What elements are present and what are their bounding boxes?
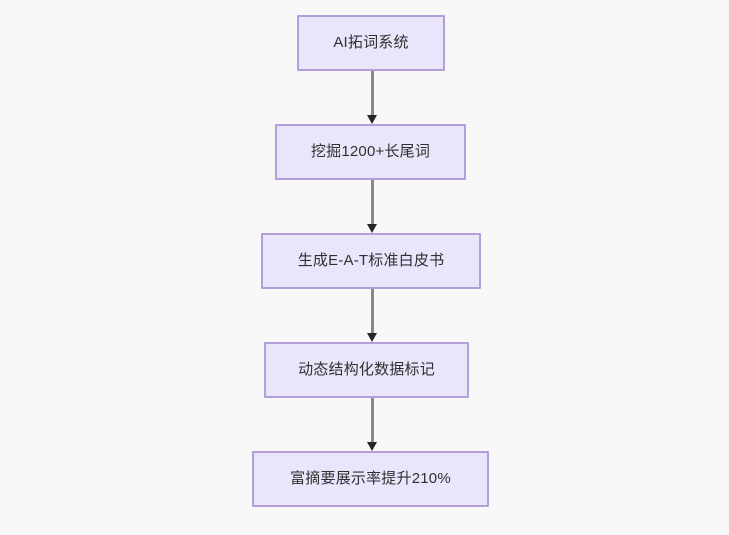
arrow-head-icon [367,115,377,124]
edge-line [371,398,374,444]
flow-node-mine-longtail-keywords[interactable]: 挖掘1200+长尾词 [275,124,466,180]
edge-line [371,71,374,117]
flow-node-rich-snippet-result[interactable]: 富摘要展示率提升210% [252,451,489,507]
arrow-head-icon [367,442,377,451]
edge-line [371,180,374,226]
flow-node-label: 挖掘1200+长尾词 [310,143,431,160]
arrow-head-icon [367,333,377,342]
arrow-head-icon [367,224,377,233]
flow-node-dynamic-structured-data[interactable]: 动态结构化数据标记 [264,342,469,398]
flow-node-generate-eat-whitepaper[interactable]: 生成E-A-T标准白皮书 [261,233,481,289]
flow-node-ai-keyword-system[interactable]: AI拓词系统 [297,15,445,71]
edge-line [371,289,374,335]
flow-node-label: 富摘要展示率提升210% [290,470,451,487]
flow-node-label: 生成E-A-T标准白皮书 [297,252,445,269]
flow-node-label: 动态结构化数据标记 [298,361,435,378]
flow-node-label: AI拓词系统 [333,34,409,51]
